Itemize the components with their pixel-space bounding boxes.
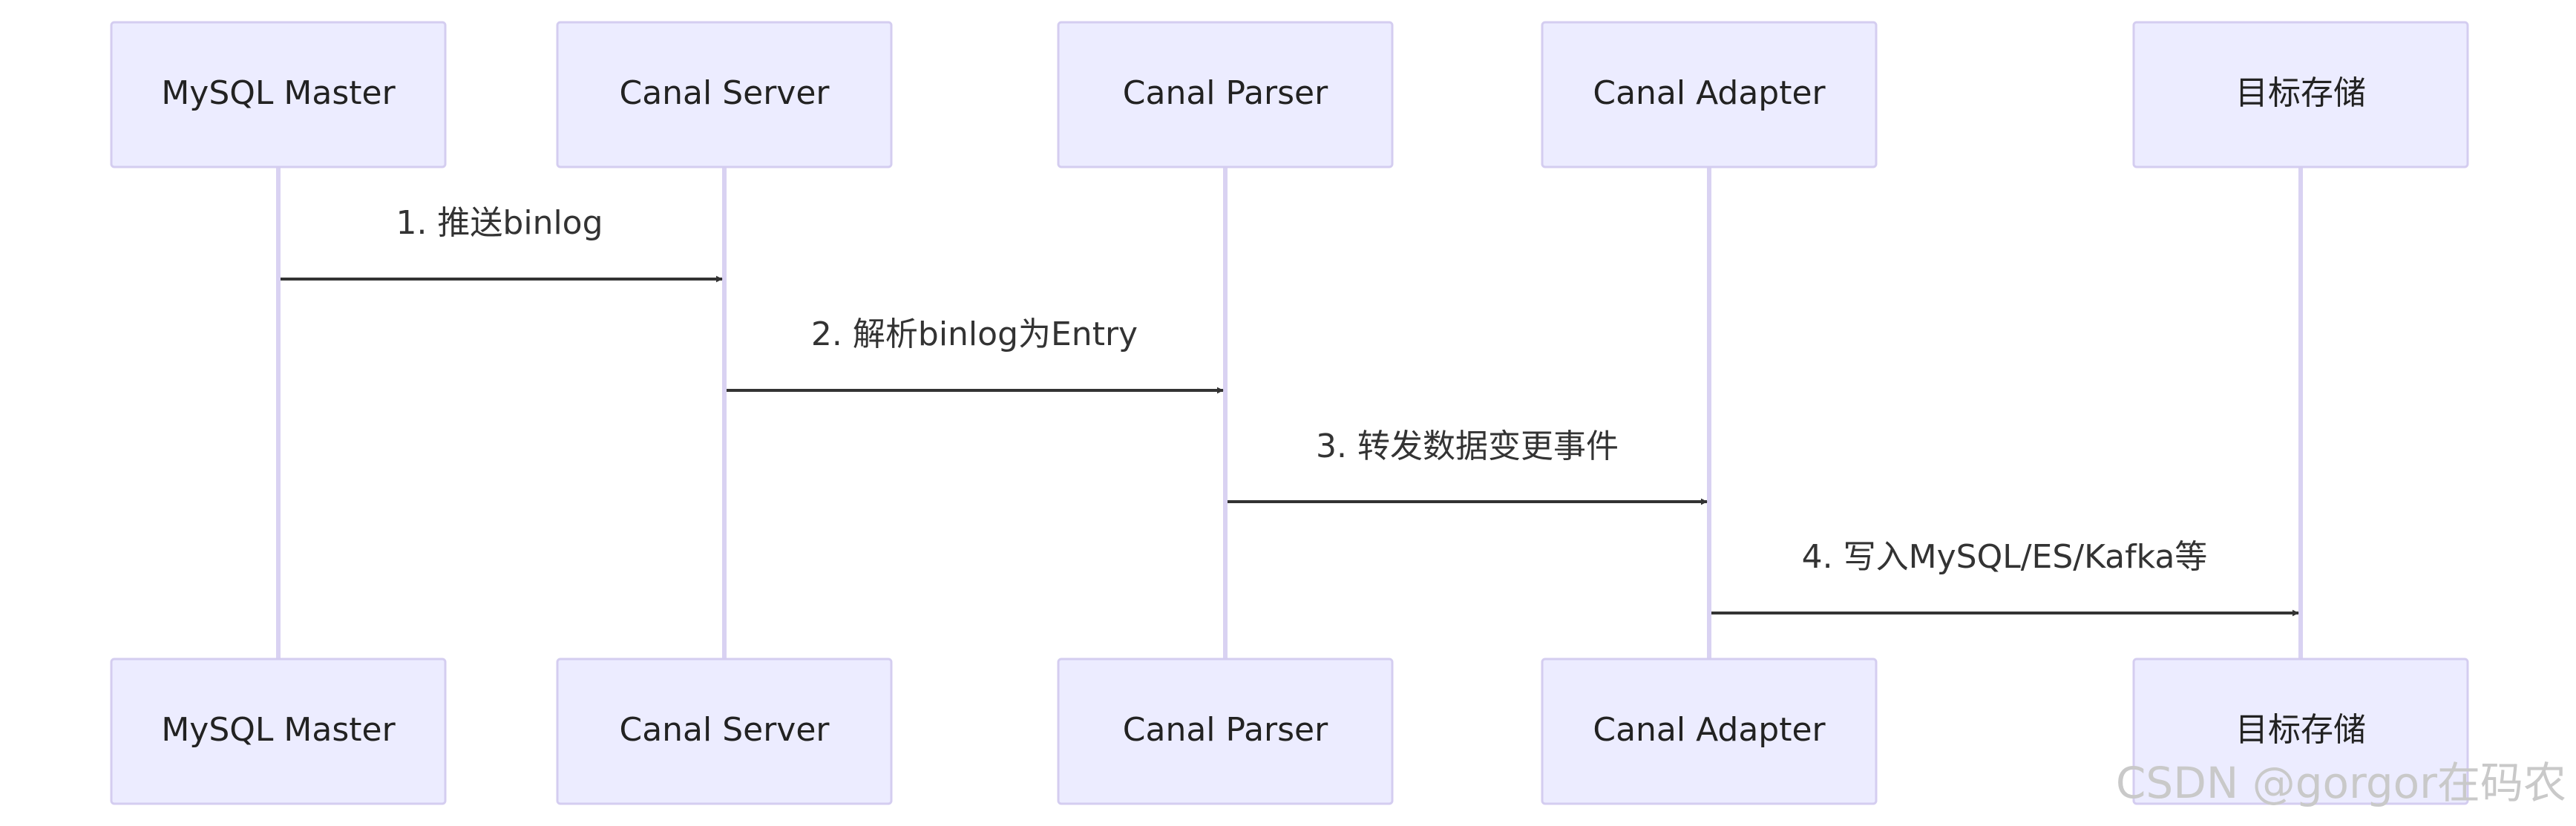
participant-label: Canal Parser [1123, 711, 1328, 749]
message-label: 1. 推送binlog [396, 204, 603, 242]
message-3: 3. 转发数据变更事件 [1228, 427, 1708, 505]
participant-label: 目标存储 [2235, 711, 2366, 749]
participant-mysql-master-top: MySQL Master [110, 21, 447, 168]
lifelines [276, 167, 2303, 659]
participant-canal-server-top: Canal Server [556, 21, 893, 168]
participant-label: Canal Parser [1123, 74, 1328, 112]
participant-canal-parser-bottom: Canal Parser [1057, 658, 1394, 805]
watermark: CSDN @gorgor在码农 [2116, 758, 2566, 808]
participant-label: Canal Server [619, 74, 830, 112]
participant-canal-adapter-bottom: Canal Adapter [1541, 658, 1878, 805]
message-label: 2. 解析binlog为Entry [811, 315, 1138, 353]
participant-label: MySQL Master [161, 74, 396, 112]
participant-target-storage-bottom: 目标存储 [2132, 658, 2469, 805]
message-label: 4. 写入MySQL/ES/Kafka等 [1802, 538, 2208, 576]
participant-canal-parser-top: Canal Parser [1057, 21, 1394, 168]
message-2: 2. 解析binlog为Entry [727, 315, 1224, 394]
message-4: 4. 写入MySQL/ES/Kafka等 [1711, 538, 2299, 617]
participant-label: Canal Adapter [1593, 711, 1826, 749]
participant-target-storage-top: 目标存储 [2132, 21, 2469, 168]
participant-canal-adapter-top: Canal Adapter [1541, 21, 1878, 168]
participant-label: 目标存储 [2235, 74, 2366, 112]
participant-label: Canal Server [619, 711, 830, 749]
participant-mysql-master-bottom: MySQL Master [110, 658, 447, 805]
message-label: 3. 转发数据变更事件 [1316, 427, 1619, 465]
message-1: 1. 推送binlog [281, 204, 723, 283]
participant-canal-server-bottom: Canal Server [556, 658, 893, 805]
participant-label: MySQL Master [161, 711, 396, 749]
participant-label: Canal Adapter [1593, 74, 1826, 112]
